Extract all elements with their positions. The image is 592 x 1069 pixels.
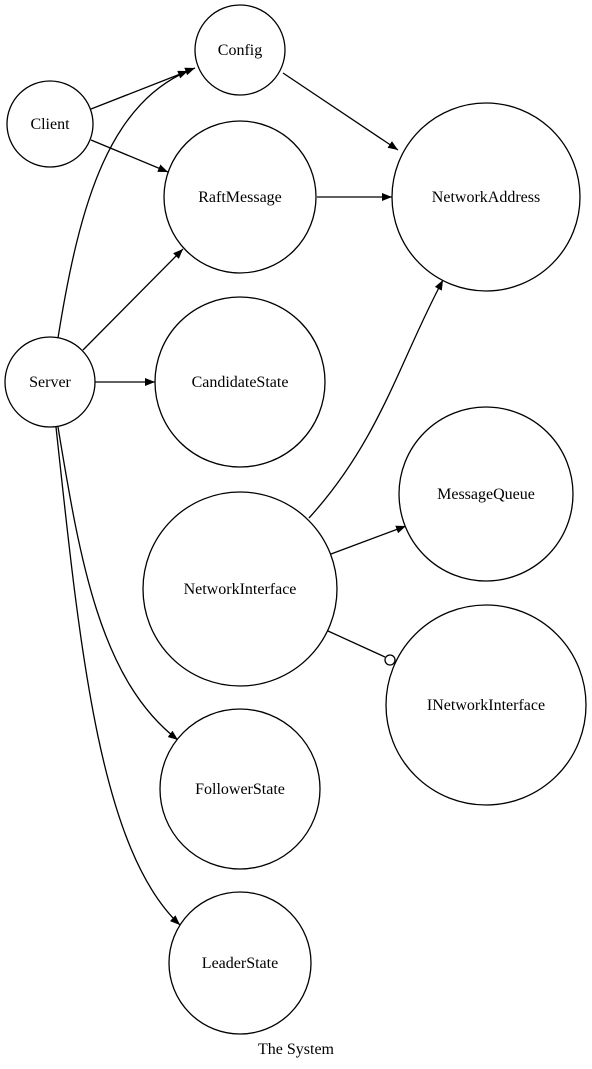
node-label-leaderstate: LeaderState [202,955,278,972]
node-label-messagequeue: MessageQueue [437,486,535,503]
node-label-config: Config [218,42,262,59]
node-label-server: Server [29,374,71,391]
diagram-caption: The System [258,1041,335,1058]
node-messagequeue: MessageQueue [398,406,574,582]
edge-server-followerstate [57,426,179,741]
edge-networkinterface-networkaddress [308,279,444,519]
node-label-networkinterface: NetworkInterface [184,581,297,598]
node-label-networkaddress: NetworkAddress [432,189,540,206]
node-client: Client [6,80,94,168]
node-networkaddress: NetworkAddress [391,102,581,292]
edge-client-raftmessage [90,139,169,173]
node-config: Config [194,4,286,96]
node-inetworkinterface: INetworkInterface [385,604,587,806]
node-label-client: Client [30,116,70,133]
node-label-followerstate: FollowerState [195,781,285,798]
edges [55,67,444,926]
node-label-raftmessage: RaftMessage [198,189,282,206]
node-leaderstate: LeaderState [168,891,312,1035]
edge-client-config [90,70,189,110]
edge-config-networkaddress [282,72,399,151]
edge-server-raftmessage [82,248,184,351]
edge-networkinterface-inetworkinterface [327,630,386,658]
edge-server-leaderstate [55,426,181,926]
node-networkinterface: NetworkInterface [142,491,338,687]
node-label-inetworkinterface: INetworkInterface [427,697,545,714]
node-label-candidatestate: CandidateState [192,374,289,391]
open-circle-head [384,654,396,666]
edge-server-config [57,67,196,339]
node-raftmessage: RaftMessage [163,120,317,274]
edge-networkinterface-messagequeue [330,525,407,555]
node-server: Server [4,336,96,428]
node-followerstate: FollowerState [159,708,321,870]
node-candidatestate: CandidateState [154,296,326,468]
